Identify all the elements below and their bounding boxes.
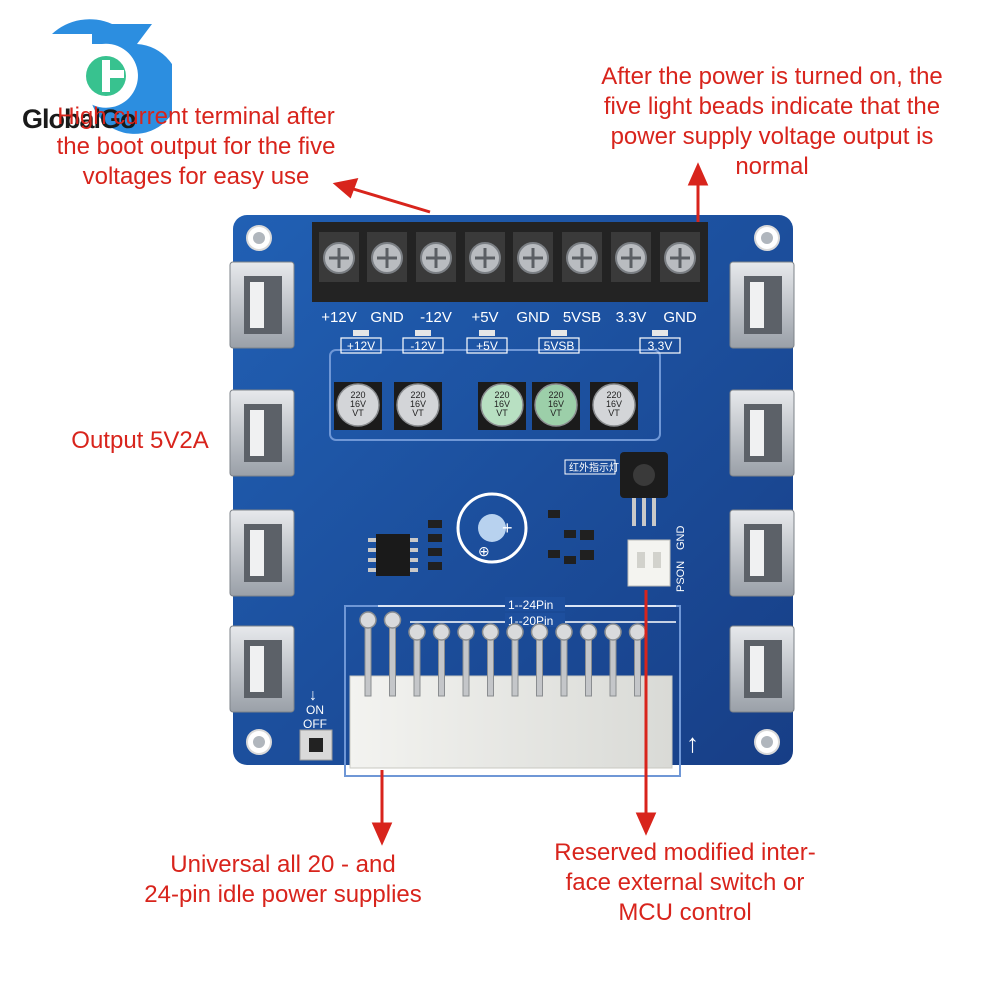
globalgo-logo-icon	[52, 19, 172, 134]
power-button	[299, 729, 333, 761]
svg-text:VT: VT	[412, 408, 424, 418]
led-note-line-2: five light beads indicate that the	[603, 93, 941, 120]
atx-24pin-connector	[349, 611, 673, 769]
svg-text:16V: 16V	[350, 399, 366, 409]
usb-port-left[interactable]	[229, 625, 295, 713]
led-label: 5VSB	[544, 339, 575, 353]
terminal-label: GND	[663, 309, 697, 326]
terminal-note: High current terminal after the boot out…	[10, 102, 382, 192]
ic-chip	[368, 534, 418, 576]
usb-port-right[interactable]	[729, 261, 795, 349]
svg-text:+: +	[502, 518, 513, 538]
gnd-header-label: GND	[675, 526, 687, 551]
led-note-line-4: normal	[735, 153, 809, 180]
led-label: +5V	[476, 339, 498, 353]
usb-port-left[interactable]	[229, 261, 295, 349]
atx-note-line-2: 24-pin idle power supplies	[144, 881, 422, 908]
svg-text:220: 220	[410, 390, 425, 400]
svg-text:⊕: ⊕	[478, 543, 490, 559]
led-note-line-1: After the power is turned on, the	[601, 63, 943, 90]
pson-header	[627, 539, 671, 587]
svg-text:VT: VT	[608, 408, 620, 418]
pson-label: PSON	[675, 561, 687, 592]
led-label: 3.3V	[648, 339, 673, 353]
pin24-label: 1--24Pin	[508, 598, 553, 612]
terminal-screw	[416, 232, 456, 282]
on-label: ON	[306, 703, 324, 717]
indicator-led: +12V	[340, 330, 382, 354]
terminal-note-line-2: the boot output for the five	[56, 133, 336, 160]
terminal-note-line-1: High current terminal after	[57, 103, 335, 130]
interface-note-line-3: MCU control	[618, 899, 752, 926]
led-note: After the power is turned on, the five l…	[572, 62, 972, 182]
screw-terminal-block	[312, 222, 708, 302]
svg-text:16V: 16V	[494, 399, 510, 409]
svg-text:220: 220	[606, 390, 621, 400]
svg-text:↓: ↓	[309, 687, 317, 704]
usb-port-right[interactable]	[729, 625, 795, 713]
smd-components	[428, 510, 594, 570]
atx-note-line-1: Universal all 20 - and	[170, 851, 396, 878]
led-note-line-3: power supply voltage output is	[610, 123, 934, 150]
svg-text:VT: VT	[550, 408, 562, 418]
indicator-led: +5V	[466, 330, 508, 354]
usb-port-left[interactable]	[229, 389, 295, 477]
terminal-screw	[319, 232, 359, 282]
svg-text:220: 220	[548, 390, 563, 400]
terminal-screw	[513, 232, 553, 282]
terminal-label: 3.3V	[616, 309, 647, 326]
terminal-label: GND	[516, 309, 550, 326]
interface-note-line-1: Reserved modified inter-	[554, 839, 816, 866]
terminal-screw	[660, 232, 700, 282]
indicator-led: -12V	[402, 330, 444, 354]
usb-port-right[interactable]	[729, 389, 795, 477]
usb-note-line-1: Output 5V2A	[71, 427, 209, 454]
svg-text:16V: 16V	[606, 399, 622, 409]
svg-text:VT: VT	[352, 408, 364, 418]
led-label: -12V	[410, 339, 435, 353]
svg-text:220: 220	[494, 390, 509, 400]
terminal-screw	[562, 232, 602, 282]
svg-text:16V: 16V	[548, 399, 564, 409]
terminal-label: +5V	[471, 309, 498, 326]
terminal-screw	[367, 232, 407, 282]
terminal-label: GND	[370, 309, 404, 326]
interface-note-line-2: face external switch or	[565, 869, 805, 896]
terminal-label: -12V	[420, 309, 452, 326]
terminal-label: 5VSB	[563, 309, 601, 326]
usb-port-left[interactable]	[229, 509, 295, 597]
svg-text:↑: ↑	[686, 728, 699, 758]
interface-note: Reserved modified inter- face external s…	[510, 838, 860, 928]
indicator-led: 3.3V	[639, 330, 681, 354]
terminal-note-line-3: voltages for easy use	[82, 163, 310, 190]
off-label: OFF	[303, 717, 327, 731]
buzzer: + ⊕	[456, 492, 528, 564]
terminal-screw	[465, 232, 505, 282]
annotation-arrows	[332, 162, 709, 846]
svg-text:16V: 16V	[410, 399, 426, 409]
ir-indicator-label: 红外指示灯	[569, 461, 619, 474]
indicator-led: 5VSB	[538, 330, 580, 354]
terminal-label: +12V	[321, 309, 356, 326]
led-label: +12V	[347, 339, 375, 353]
usb-port-right[interactable]	[729, 509, 795, 597]
usb-note: Output 5V2A	[40, 426, 240, 456]
atx-note: Universal all 20 - and 24-pin idle power…	[108, 850, 458, 910]
brand-logo-text: GlobalGo	[22, 104, 136, 134]
terminal-screw	[611, 232, 651, 282]
svg-text:220: 220	[350, 390, 365, 400]
ir-receiver	[620, 452, 668, 526]
svg-text:VT: VT	[496, 408, 508, 418]
